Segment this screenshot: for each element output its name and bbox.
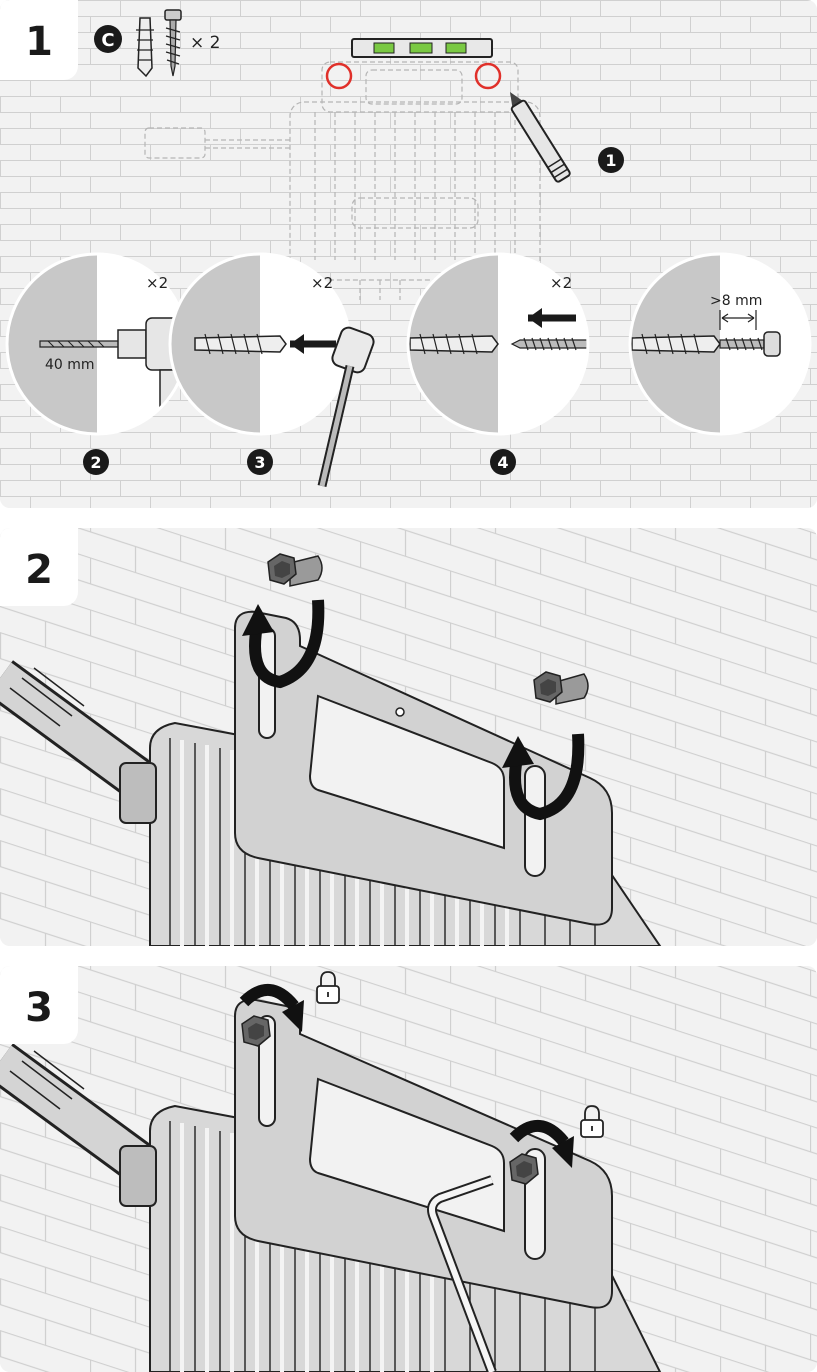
step-2-panel: 2 [0,528,817,946]
gap-min-label: >8 mm [710,293,762,309]
drill-depth-label: 40 mm [45,357,95,373]
svg-text:4: 4 [497,453,508,472]
step-1-illustration: 1 C × 2 [0,0,817,508]
substep-badge-2: 2 [83,449,109,475]
wall-plug-icon [410,334,498,354]
part-quantity: × 2 [190,33,220,53]
svg-text:1: 1 [605,151,616,170]
step-number: 3 [0,966,78,1044]
step-1-panel: 1 C × 2 [0,0,817,508]
step-3-illustration [0,966,817,1372]
circle-1-multiplier: ×2 [146,274,168,292]
part-c-badge: C [94,25,122,53]
step-number: 2 [0,528,78,606]
svg-text:3: 3 [254,453,265,472]
step-2-illustration [0,528,817,946]
svg-text:C: C [101,30,114,51]
wall-plug-icon [195,334,286,354]
svg-text:2: 2 [90,453,101,472]
substep-badge-4: 4 [490,449,516,475]
substep-badge-3: 3 [247,449,273,475]
circle-3-multiplier: ×2 [550,274,572,292]
spirit-level-icon [352,39,492,57]
substep-badge-1: 1 [598,147,624,173]
circle-2-multiplier: ×2 [311,274,333,292]
step-3-panel: 3 [0,966,817,1372]
wall-plug-icon [632,334,720,354]
step-number: 1 [0,0,78,80]
